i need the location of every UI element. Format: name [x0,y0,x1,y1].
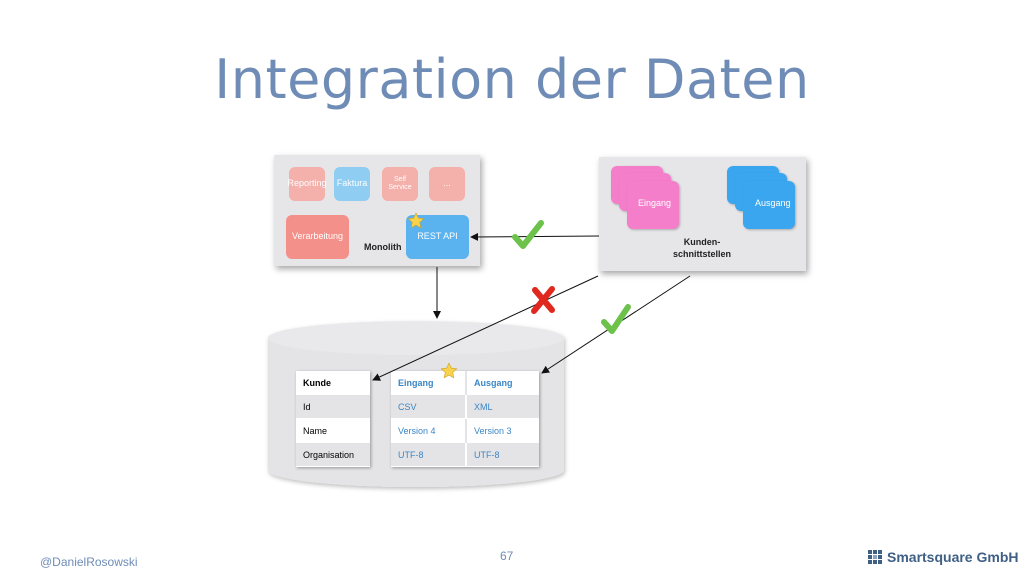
io-table-cell: XML [466,394,539,419]
module-self-service-label: Self Service [388,176,412,191]
kundenschnittstellen-panel: Eingang Ausgang Kunden- schnittstellen [599,157,806,271]
cross-icon [531,286,555,314]
module-faktura: Faktura [334,167,370,201]
kunden-label-line2: schnittstellen [672,248,731,259]
eingang-label: Eingang [638,198,672,208]
ausgang-stack-front: Ausgang [743,181,795,229]
kunde-table-row: Id [296,394,370,419]
company-logo: Smartsquare GmbH [868,549,1018,565]
company-name: Smartsquare GmbH [887,549,1019,565]
io-table-cell: Version 3 [466,418,539,443]
star-icon [440,362,458,379]
star-icon [407,212,425,229]
arrow-kunden-to-kunde-table [372,275,599,381]
module-self-service: Self Service [382,167,418,201]
io-table: Eingang Ausgang CSV XML Version 4 Versio… [391,371,539,467]
arrow-kunden-to-rest-api [470,232,600,241]
kunden-label-line1: Kunden- [683,237,721,247]
kunde-table-row: Organisation [296,442,370,467]
io-table-header-ausgang: Ausgang [466,371,539,395]
page-number: 67 [500,549,514,563]
monolith-label: Monolith [364,242,402,252]
author-handle: @DanielRosowski [40,555,138,569]
module-faktura-label: Faktura [336,178,368,189]
ausgang-label: Ausgang [755,198,791,208]
io-table-cell: Version 4 [391,418,467,443]
module-reporting-label: Reporting [287,178,327,189]
module-more-label: ... [443,178,451,189]
io-table-header-eingang: Eingang [391,371,467,395]
io-table-cell: UTF-8 [391,442,467,467]
module-more: ... [429,167,465,201]
check-icon [601,304,631,334]
rest-api-label: REST API [417,231,458,242]
verarbeitung-box: Verarbeitung [286,215,349,259]
kunde-table-header: Kunde [296,371,370,395]
eingang-stack-front: Eingang [627,181,679,229]
monolith-panel: Reporting Faktura Self Service ... Verar… [274,155,480,266]
kundenschnittstellen-label: Kunden- schnittstellen [657,237,747,260]
verarbeitung-label: Verarbeitung [291,231,344,242]
slide-title: Integration der Daten [214,48,810,111]
smartsquare-logo-icon [868,550,882,564]
module-reporting: Reporting [287,167,327,201]
check-icon [512,220,544,249]
io-table-cell: CSV [391,394,467,419]
kunde-table-row: Name [296,418,370,443]
io-table-cell: UTF-8 [466,442,539,467]
kunde-table: Kunde Id Name Organisation [296,371,370,467]
